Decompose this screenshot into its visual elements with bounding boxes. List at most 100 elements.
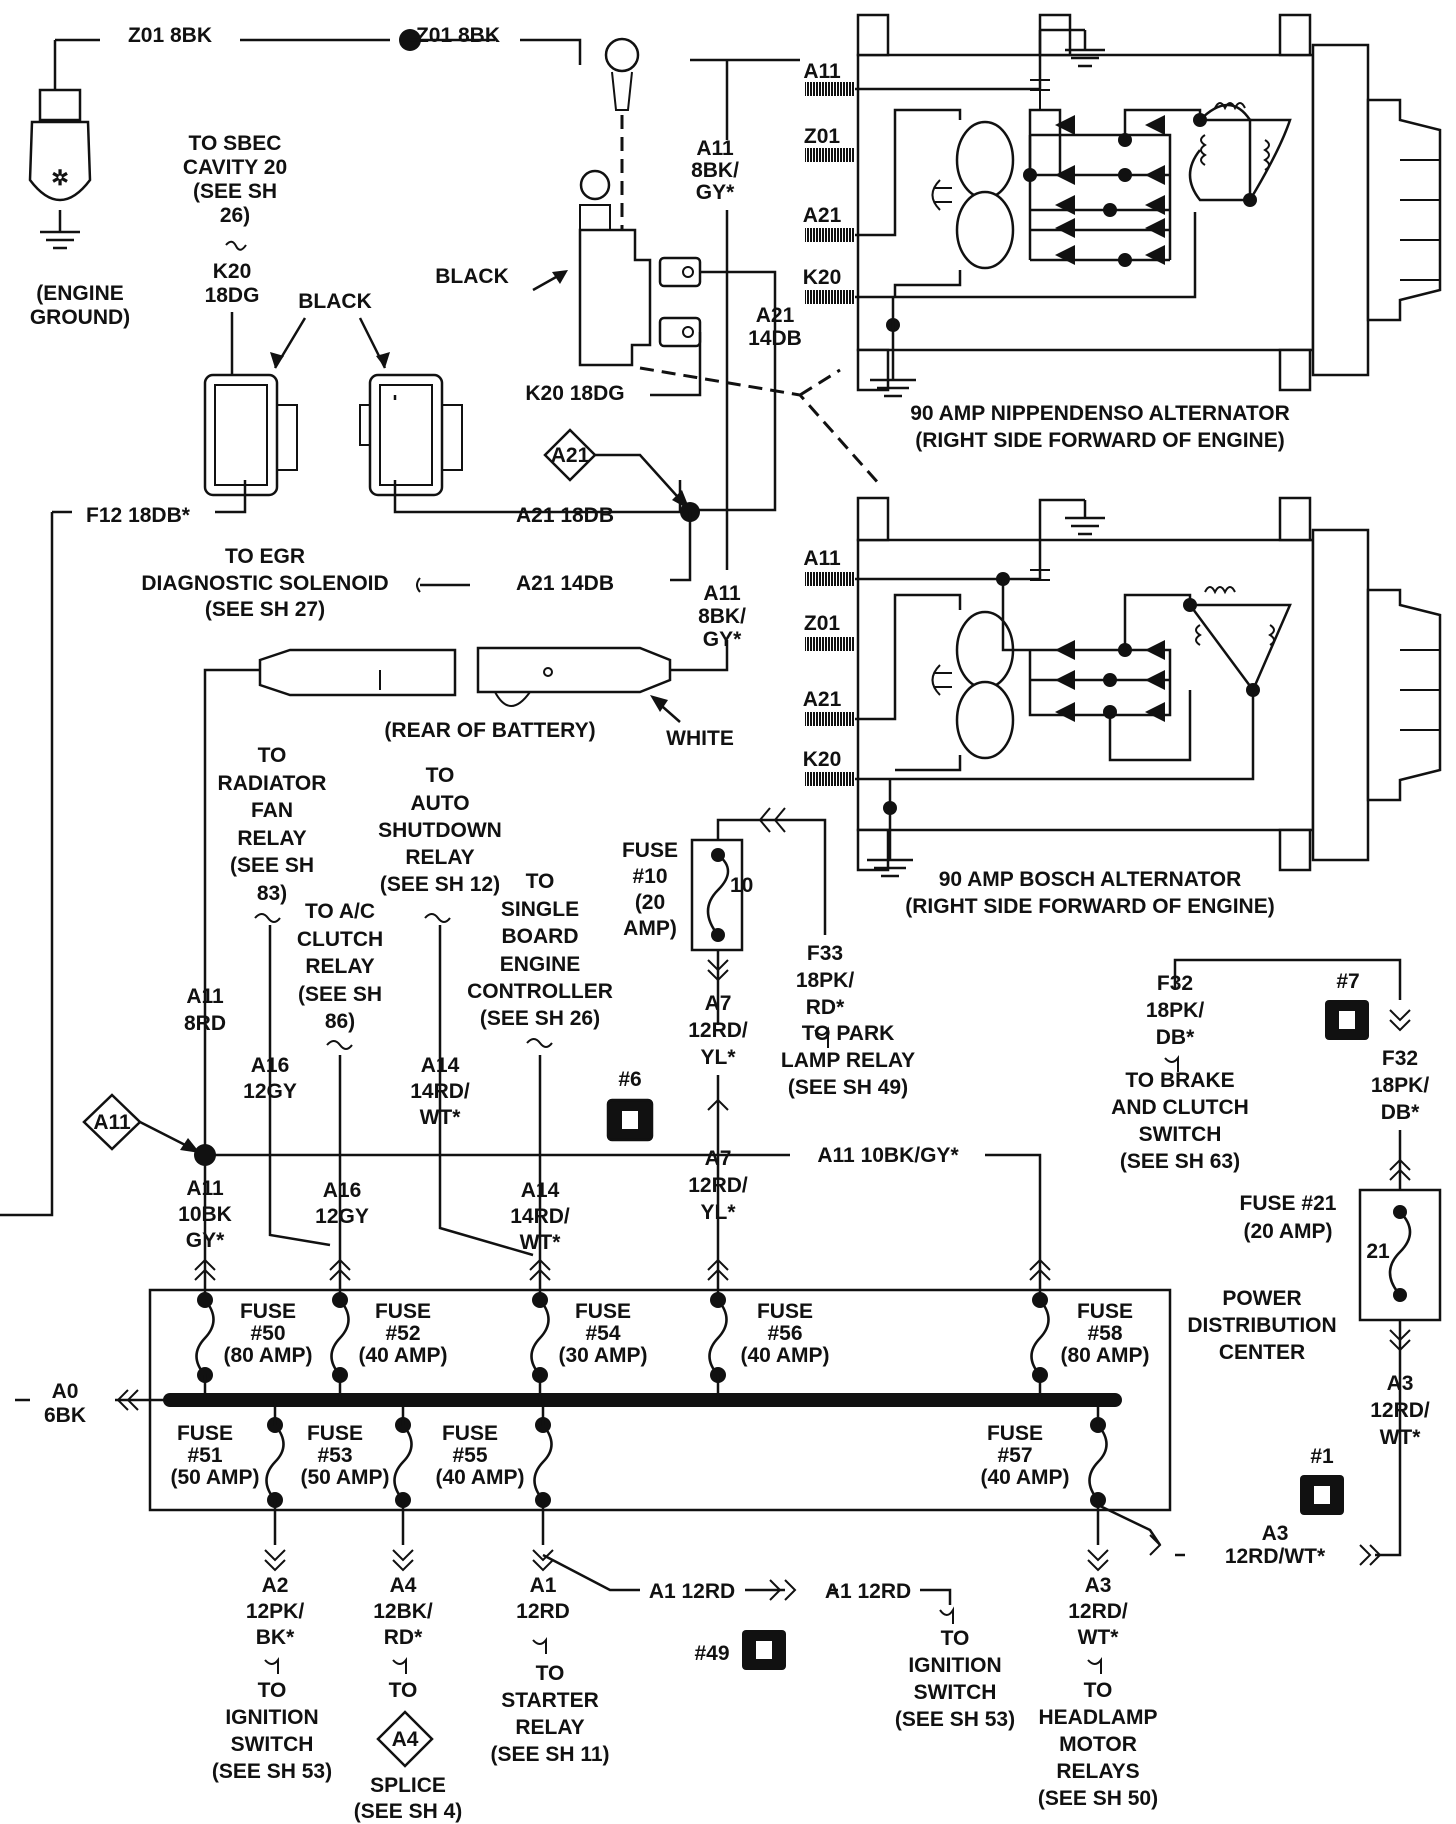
- fuse-55-icon: [533, 1400, 553, 1545]
- fuse21-element-icon: [1388, 1211, 1412, 1296]
- label-k20-top-1: K20: [213, 260, 252, 283]
- label-egr-2: DIAGNOSTIC SOLENOID: [141, 572, 388, 595]
- label-a7-top-3: YL*: [700, 1046, 736, 1069]
- alternator-2-rectifier: [1001, 579, 1292, 762]
- label-f51-1: FUSE: [177, 1422, 233, 1445]
- label-alt1-loc: (RIGHT SIDE FORWARD OF ENGINE): [915, 429, 1284, 452]
- alternator-1-terminals: [805, 82, 855, 304]
- alternator-2-terminals: [805, 572, 855, 786]
- label-black-mid: BLACK: [435, 265, 509, 288]
- fuse-57-icon: [1088, 1400, 1108, 1545]
- label-pdc-3: CENTER: [1219, 1341, 1305, 1364]
- label-a3-b-3: WT*: [1078, 1626, 1120, 1649]
- label-f56-2: #56: [767, 1322, 802, 1345]
- label-f56-3: (40 AMP): [740, 1344, 829, 1367]
- label-fuse10-3: (20: [635, 891, 665, 914]
- power-distribution-center: POWER DISTRIBUTION CENTER A0 6BK FUSE #5…: [15, 1258, 1337, 1556]
- ground-symbol-icon: [40, 210, 80, 250]
- label-sbec-ctl-3: BOARD: [502, 925, 579, 948]
- label-rad-5: (SEE SH: [230, 854, 314, 877]
- label-a11-top-3: GY*: [696, 181, 735, 204]
- splice-dot-a11: [194, 1144, 216, 1166]
- label-ign2-2: IGNITION: [908, 1654, 1001, 1677]
- label-fuse21-1: FUSE #21: [1240, 1192, 1337, 1215]
- label-asd-3: SHUTDOWN: [378, 819, 502, 842]
- fuse-52: FUSE #52 (40 AMP): [329, 1258, 448, 1400]
- label-f12-18db: F12 18DB*: [86, 504, 191, 527]
- label-egr-3: (SEE SH 27): [205, 598, 325, 621]
- label-engine-ground-1: (ENGINE: [36, 282, 124, 305]
- label-head-4: RELAYS: [1056, 1760, 1139, 1783]
- label-fuse10-1: FUSE: [622, 839, 678, 862]
- label-ign2-3: SWITCH: [914, 1681, 997, 1704]
- engine-ground-lamp-icon: [28, 120, 92, 202]
- label-a1-2: 12RD: [516, 1600, 570, 1623]
- fuse-56: FUSE #56 (40 AMP): [707, 1258, 830, 1400]
- label-a7-top-1: A7: [705, 992, 732, 1015]
- alternator-nippendenso: A11 Z01 A21 K20: [803, 13, 1442, 452]
- label-alt1-k20: K20: [803, 266, 842, 289]
- label-a3-r-3: WT*: [1380, 1426, 1422, 1449]
- label-a7-bot-3: YL*: [700, 1201, 736, 1224]
- label-ground1: #1: [1310, 1445, 1334, 1468]
- label-a14-top-3: WT*: [420, 1106, 462, 1129]
- engine-ground-section: ✲ Z01 8BK Z01 8BK (ENGINE GROUND): [28, 24, 582, 329]
- a21-diamond: [543, 428, 597, 482]
- label-a2-2: 12PK/: [246, 1600, 305, 1623]
- label-f53-1: FUSE: [307, 1422, 363, 1445]
- fuse-53: FUSE #53 (50 AMP): [300, 1400, 413, 1545]
- label-f52-1: FUSE: [375, 1300, 431, 1323]
- label-ign1-1: TO: [258, 1679, 287, 1702]
- ring-terminal-mid: [579, 169, 611, 201]
- fuse-58-icon: [1030, 1299, 1050, 1400]
- label-fuse21-2: (20 AMP): [1243, 1220, 1332, 1243]
- label-a11-10bk-2: 10BK: [178, 1203, 232, 1226]
- label-ign1-2: IGNITION: [225, 1706, 318, 1729]
- label-head-1: TO: [1084, 1679, 1113, 1702]
- label-rad-3: FAN: [251, 799, 293, 822]
- label-sbec-ctl-1: TO: [526, 870, 555, 893]
- battery-terminal-body: [578, 228, 652, 367]
- label-rad-1: TO: [258, 744, 287, 767]
- fuse-51-icon: [265, 1400, 285, 1545]
- circuit-labels-middle: TO RADIATOR FAN RELAY (SEE SH 83) TO AUT…: [82, 744, 1042, 1305]
- label-a7-bot-1: A7: [705, 1147, 732, 1170]
- label-black-top: BLACK: [298, 290, 372, 313]
- label-ign2-1: TO: [941, 1627, 970, 1650]
- label-a1-1: A1: [530, 1574, 557, 1597]
- label-f32-top-3: DB*: [1156, 1026, 1195, 1049]
- label-sbec-2: CAVITY 20: [183, 156, 287, 179]
- alternator-1-pulley: [1366, 98, 1442, 322]
- label-asd-5: (SEE SH 12): [380, 873, 500, 896]
- alternator-bosch: A11 Z01 A21 K20 90 AMP BOSCH ALTERNATOR: [803, 496, 1442, 918]
- label-f54-3: (30 AMP): [558, 1344, 647, 1367]
- label-fuse21-num: 21: [1366, 1240, 1390, 1263]
- label-starter-2: STARTER: [501, 1689, 599, 1712]
- label-a1-h2: A1 12RD: [825, 1580, 911, 1603]
- label-alt2-k20: K20: [803, 748, 842, 771]
- label-a4-2: 12BK/: [373, 1600, 433, 1623]
- a4-splice-diamond: [376, 1710, 434, 1768]
- label-sbec-1: TO SBEC: [189, 132, 282, 155]
- label-a14-top-2: 14RD/: [410, 1080, 470, 1103]
- label-rad-6: 83): [257, 882, 287, 905]
- label-f53-2: #53: [317, 1444, 352, 1467]
- label-f52-2: #52: [385, 1322, 420, 1345]
- label-white: WHITE: [666, 727, 734, 750]
- label-ground7: #7: [1336, 970, 1359, 993]
- label-f55-3: (40 AMP): [435, 1466, 524, 1489]
- label-brake-2: AND CLUTCH: [1111, 1096, 1249, 1119]
- label-a11-10bk-1: A11: [186, 1177, 224, 1200]
- label-a0-2: 6BK: [44, 1404, 86, 1427]
- label-a11-mid-3: GY*: [703, 628, 742, 651]
- label-f58-3: (80 AMP): [1060, 1344, 1149, 1367]
- fuse-50-icon: [195, 1299, 215, 1400]
- label-a4-1: A4: [390, 1574, 417, 1597]
- battery-cable-right: [476, 646, 672, 694]
- label-f57-2: #57: [997, 1444, 1032, 1467]
- label-a14-top-1: A14: [421, 1054, 460, 1077]
- label-pdc-2: DISTRIBUTION: [1187, 1314, 1336, 1337]
- label-ground49: #49: [694, 1642, 729, 1665]
- label-splice-diamond: A4: [392, 1728, 419, 1751]
